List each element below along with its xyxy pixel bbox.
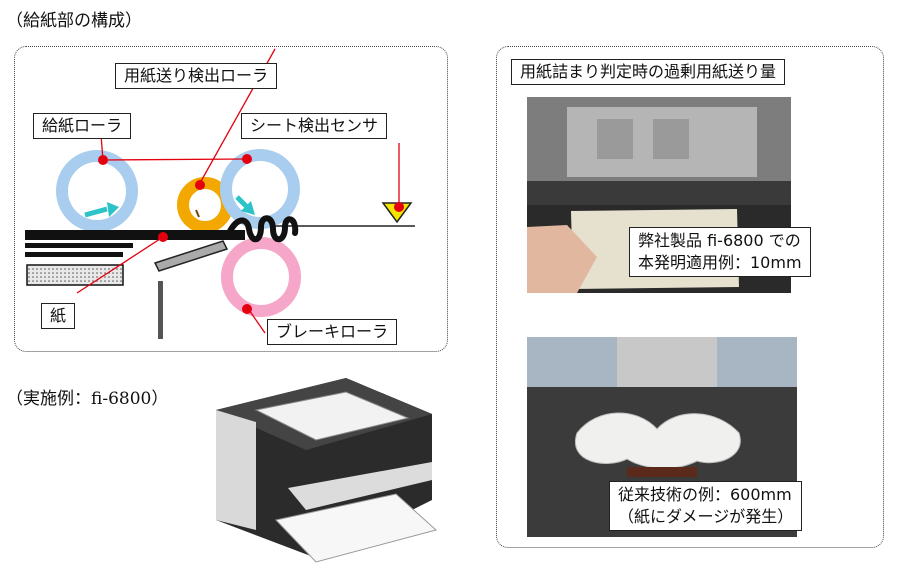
pointer-dots [98, 154, 404, 314]
paper-sheet [25, 230, 245, 240]
brake-roller-label: ブレーキローラ [267, 319, 398, 345]
photo-conventional-example: 従来技術の例：600mm （紙にダメージが発生） [527, 337, 803, 537]
example-caption: （実施例：fi-6800） [6, 389, 169, 409]
photo1-caption: 弊社製品 fi-6800 での 本発明適用例：10mm [629, 227, 811, 277]
scanner-side-panel [216, 410, 256, 530]
photo-fi6800-example: 弊社製品 fi-6800 での 本発明適用例：10mm [527, 97, 811, 293]
pick-rotation-arrow [84, 206, 108, 218]
photo2-caption: 従来技術の例：600mm （紙にダメージが発生） [609, 481, 803, 531]
paper-chute [153, 240, 229, 272]
scanner-input-tray [254, 391, 410, 441]
feed-detect-roller-label: 用紙送り検出ローラ [115, 63, 278, 89]
photo1-caption-line2: 本発明適用例：10mm [638, 253, 802, 272]
excess-feed-panel: 用紙詰まり判定時の過剰用紙送り量 弊社製品 fi-6800 での 本発明適用例：… [496, 46, 884, 548]
guide-plate [158, 281, 163, 339]
paper-label: 紙 [41, 303, 76, 329]
excess-feed-title: 用紙詰まり判定時の過剰用紙送り量 [511, 59, 786, 85]
scanner-illustration [216, 378, 438, 563]
paper-layer [25, 243, 133, 248]
separation-roller [220, 149, 300, 229]
feed-detect-arrow [195, 209, 200, 218]
paper-layer [25, 252, 123, 257]
feeder-diagram-panel: 用紙送り検出ローラ 給紙ローラ シート検出センサ 紙 ブレーキローラ [14, 46, 448, 352]
pick-roller [56, 150, 138, 232]
brake-roller [221, 237, 301, 317]
scanner-front-panel [288, 462, 432, 510]
photo2-caption-line1: 従来技術の例：600mm [618, 485, 792, 504]
jammed-paper [226, 215, 299, 243]
section-title: （給紙部の構成） [6, 11, 142, 31]
photo2-caption-line2: （紙にダメージが発生） [618, 507, 794, 526]
separation-rotation-arrow [235, 195, 249, 209]
photo1-caption-line1: 弊社製品 fi-6800 での [638, 231, 801, 250]
sheet-sensor-label: シート検出センサ [241, 113, 388, 139]
pick-roller-label: 給紙ローラ [33, 113, 132, 139]
separation-rotation-arrowhead [241, 201, 255, 215]
paper-tray-dots [28, 266, 122, 284]
scanner-output-tray [275, 493, 438, 563]
feeder-diagram [25, 48, 415, 339]
pointer-lines [76, 48, 400, 334]
pick-rotation-arrowhead [107, 202, 119, 217]
